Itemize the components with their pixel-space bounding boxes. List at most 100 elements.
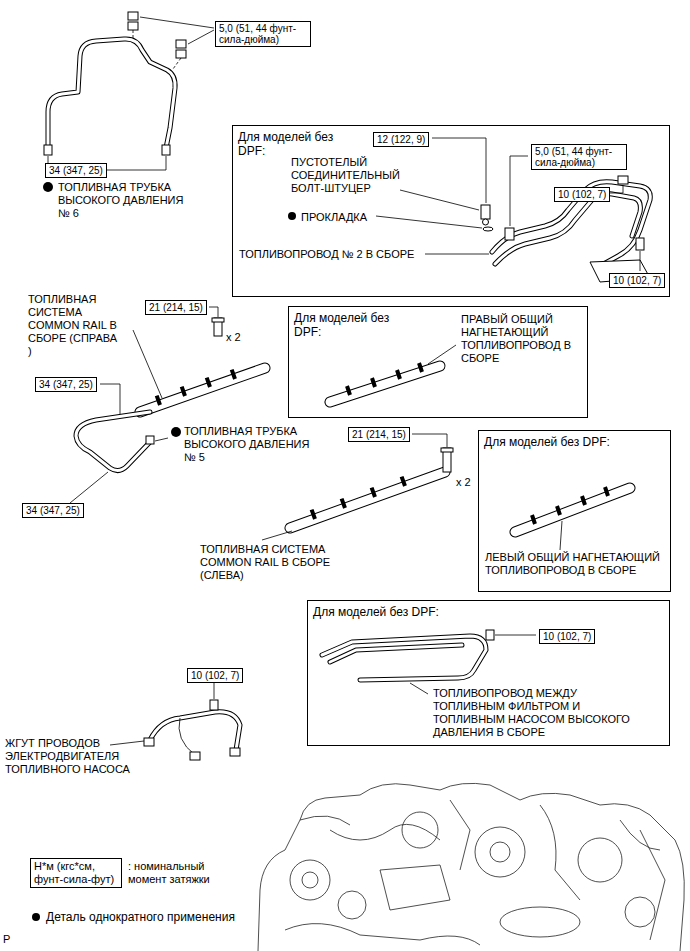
- pump-motor-harness: [150, 712, 240, 750]
- variant-panel: Для моделей без DPF: ПРАВЫЙ ОБЩИЙ НАГНЕТА…: [288, 306, 588, 418]
- common-rail-left: [441, 448, 453, 452]
- part-name: ТОПЛИВОПРОВОД № 2 В СБОРЕ: [239, 248, 414, 261]
- panel-heading: Для моделей без DPF:: [294, 311, 404, 339]
- torque-box: 34 (347, 25): [45, 163, 107, 178]
- common-rail-left: [262, 531, 292, 540]
- right-rail-variant: [347, 363, 422, 395]
- part-name: ЛЕВЫЙ ОБЩИЙ НАГНЕТАЮЩИЙ ТОПЛИВОПРОВОД В …: [485, 551, 667, 577]
- single-use-mark: [171, 427, 181, 437]
- torque-box: 34 (347, 25): [35, 377, 97, 392]
- torque-box: 10 (102, 7): [539, 629, 595, 644]
- engine-sketch: [402, 812, 438, 848]
- right-rail-variant: [330, 345, 456, 402]
- part-name: ПРАВЫЙ ОБЩИЙ НАГНЕТАЮЩИЙ ТОПЛИВОПРОВОД В…: [461, 313, 575, 365]
- left-rail-variant: [515, 488, 630, 532]
- torque-value: 21 (214, 15): [352, 429, 406, 440]
- fuel-pipe-2-assembly: [510, 156, 528, 226]
- common-rail-right: [133, 307, 265, 412]
- callout-text: x 2: [226, 331, 241, 344]
- torque-box: 12 (122, 9): [373, 132, 429, 147]
- fuel-pipe-2-assembly: [483, 219, 489, 225]
- high-pressure-pipe-6: [128, 22, 138, 30]
- pump-motor-harness: [110, 741, 144, 745]
- single-use-mark: [32, 913, 40, 921]
- fuel-pipe-2-assembly: [432, 138, 486, 203]
- torque-value: 10 (102, 7): [191, 670, 239, 681]
- high-pressure-pipe-5: [70, 384, 181, 503]
- torque-box: 10 (102, 7): [554, 187, 610, 202]
- legend-symbols: [32, 913, 40, 921]
- panel-heading: Для моделей без DPF:: [238, 130, 348, 158]
- high-pressure-pipe-6: [188, 30, 214, 44]
- part-name: ТОПЛИВНАЯ СИСТЕМА COMMON RAIL В СБОРЕ (С…: [200, 543, 345, 582]
- engine-sketch: [285, 800, 660, 945]
- left-rail-variant: [560, 521, 562, 550]
- fuel-pipe-2-assembly: [481, 205, 490, 219]
- high-pressure-pipe-5: [76, 412, 150, 471]
- engine-sketch: [490, 842, 510, 862]
- panel-heading: Для моделей без DPF:: [313, 605, 439, 619]
- part-name: ТОПЛИВНАЯ ТРУБКА ВЫСОКОГО ДАВЛЕНИЯ № 6: [58, 181, 188, 220]
- fuel-pipe-2-assembly: [376, 216, 482, 228]
- pump-motor-harness: [179, 718, 195, 755]
- fuel-pipe-2-assembly: [400, 190, 479, 210]
- callout-text: x 2: [456, 476, 471, 489]
- high-pressure-pipe-6: [48, 39, 175, 148]
- engine-sketch: [290, 860, 330, 900]
- high-pressure-pipe-6: [44, 145, 52, 155]
- filter-to-pump-pipe: [486, 630, 494, 640]
- torque-value: 10 (102, 7): [613, 275, 661, 286]
- torque-box: 10 (102, 7): [609, 273, 665, 288]
- engine-sketch: [500, 907, 580, 937]
- left-rail-variant: [532, 487, 608, 524]
- legend-unit: Н*м (кгс*см, фунт-сила-фут): [34, 860, 118, 886]
- single-use-mark: [43, 182, 53, 192]
- part-name: ПРОКЛАДКА: [301, 211, 367, 224]
- left-rail-variant: [515, 488, 630, 532]
- part-name: ЖГУТ ПРОВОДОВ ЭЛЕКТРОДВИГАТЕЛЯ ТОПЛИВНОГ…: [5, 737, 135, 776]
- fuel-pipe-2-assembly: [618, 176, 628, 184]
- engine-sketch: [578, 838, 622, 882]
- filter-to-pump-pipe: [495, 635, 536, 636]
- single-use-mark: [288, 212, 296, 220]
- torque-box: 5,0 (51, 44 фунт-сила-дюйма): [531, 144, 627, 170]
- filter-to-pump-pipe: [322, 636, 486, 680]
- high-pressure-pipe-6: [133, 30, 134, 38]
- high-pressure-pipe-5: [70, 472, 108, 503]
- fuel-pipe-2-assembly: [640, 251, 641, 271]
- high-pressure-pipe-6: [162, 145, 170, 155]
- fuel-pipe-2-assembly: [288, 138, 650, 282]
- fuel-pipe-2-assembly: [505, 228, 514, 240]
- high-pressure-pipe-6: [176, 50, 186, 58]
- common-rail-left: [312, 477, 405, 519]
- torque-box: 10 (102, 7): [187, 668, 243, 683]
- legend-box: Н*м (кгс*см, фунт-сила-фут): [30, 858, 122, 888]
- high-pressure-pipe-6: [140, 17, 214, 28]
- legend-entry: Деталь однократного применения: [46, 910, 235, 924]
- part-name: ТОПЛИВНАЯ ТРУБКА ВЫСОКОГО ДАВЛЕНИЯ № 5: [184, 425, 314, 464]
- variant-panel: Для моделей без DPF: ТОПЛИВОПРОВОД МЕЖДУ …: [307, 600, 670, 746]
- left-rail-variant: [515, 487, 630, 550]
- engine-sketch: [338, 891, 366, 919]
- torque-value: 34 (347, 25): [49, 165, 103, 176]
- high-pressure-pipe-5: [146, 436, 154, 444]
- legend-text: : номинальный момент затяжки: [128, 860, 210, 885]
- panel-heading: Для моделей без DPF:: [484, 435, 610, 449]
- torque-box: 21 (214, 15): [145, 300, 207, 315]
- pump-motor-harness: [150, 712, 240, 750]
- common-rail-right: [133, 330, 162, 398]
- high-pressure-pipe-6: [128, 12, 138, 20]
- part-name: ТОПЛИВОПРОВОД МЕЖДУ ТОПЛИВНЫМ ФИЛЬТРОМ И…: [433, 687, 638, 739]
- pump-motor-harness: [210, 700, 218, 710]
- common-rail-right: [157, 370, 235, 405]
- pump-motor-harness: [230, 748, 240, 756]
- filter-to-pump-pipe: [410, 683, 428, 694]
- common-rail-left: [290, 472, 445, 528]
- torque-value: 34 (347, 25): [39, 379, 93, 390]
- common-rail-right: [212, 318, 224, 322]
- pump-motor-harness: [110, 683, 240, 760]
- pump-motor-harness: [214, 683, 215, 699]
- legend-entry: : номинальный момент затяжки: [128, 860, 228, 886]
- filter-to-pump-pipe: [322, 630, 536, 694]
- right-rail-variant: [428, 345, 456, 364]
